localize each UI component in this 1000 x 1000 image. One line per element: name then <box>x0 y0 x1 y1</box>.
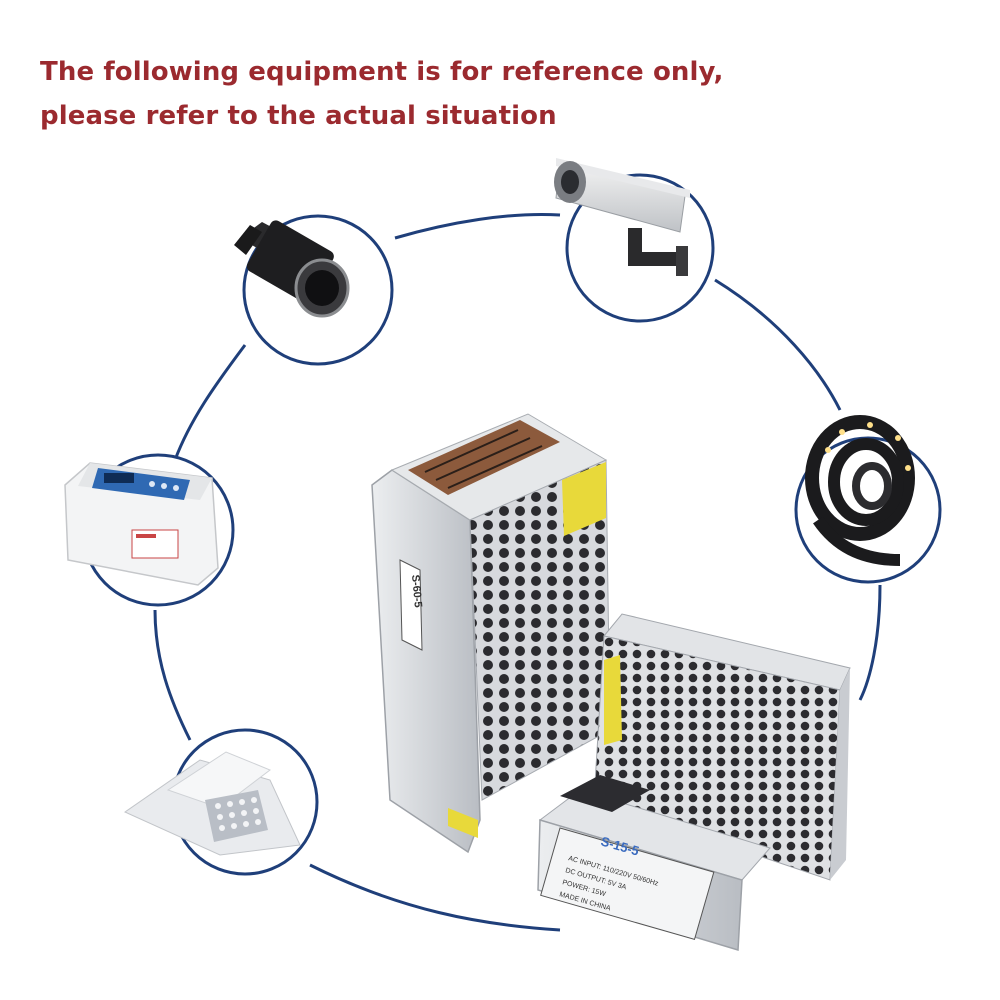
camera-lens-icon <box>234 220 350 318</box>
caption: The following equipment is for reference… <box>40 50 724 138</box>
led-panel-icon <box>123 751 301 856</box>
led-strip-icon <box>805 415 915 566</box>
lens-device-circle <box>234 214 394 366</box>
ring-path <box>153 213 882 932</box>
psu-large-model: S-60-5 <box>409 574 424 608</box>
caption-line-1: The following equipment is for reference… <box>40 57 724 87</box>
led-panel-light-circle <box>123 728 319 876</box>
controller-icon <box>64 462 219 586</box>
cctv-camera-icon <box>554 158 690 276</box>
terminal-block <box>424 429 543 489</box>
psu-large: S-60-5 <box>371 413 611 854</box>
controller-box-circle <box>64 453 235 607</box>
psu-small: S-15-5 AC INPUT: 110/220V 50/60Hz DC OUT… <box>537 613 851 951</box>
led-strip-reel-circle <box>794 415 942 584</box>
cctv-camera-circle <box>554 158 715 323</box>
caption-line-2: please refer to the actual situation <box>40 101 557 131</box>
